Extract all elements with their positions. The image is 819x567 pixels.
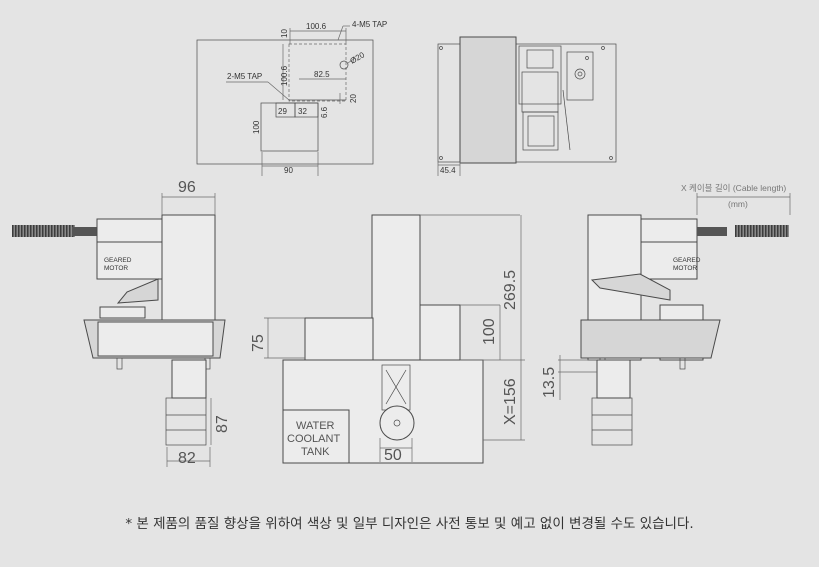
technical-drawing: 100.6 4-M5 TAP 10 100.6 82.5 Ø20 2-M5 TA… xyxy=(12,20,791,467)
tank-label-line2: COOLANT xyxy=(287,433,340,445)
dim-82: 82 xyxy=(178,450,196,467)
cable-coil-right xyxy=(735,225,789,237)
motor-label-left-2: MOTOR xyxy=(104,265,128,272)
cable-length-unit: (mm) xyxy=(728,199,748,209)
dim-100-vertical: 100 xyxy=(252,120,261,134)
dim-100-6-width: 100.6 xyxy=(306,22,327,31)
tank-label-line3: TANK xyxy=(301,446,330,458)
dim-269-5: 269.5 xyxy=(502,270,519,310)
cable-length-label: X 케이블 길이 (Cable length) xyxy=(681,183,786,193)
dim-10: 10 xyxy=(280,29,289,38)
dim-100-front: 100 xyxy=(481,318,498,345)
motor-label-right-2: MOTOR xyxy=(673,265,697,272)
tap-2-m5-label: 2-M5 TAP xyxy=(227,72,262,81)
right-side-view: GEARED MOTOR X 케이블 길이 (Cable length) (mm… xyxy=(541,183,791,446)
dim-13-5: 13.5 xyxy=(541,367,558,398)
motor-label-left-1: GEARED xyxy=(104,257,132,264)
dim-45-4: 45.4 xyxy=(440,166,456,175)
dim-87: 87 xyxy=(214,415,231,433)
left-side-view: GEARED MOTOR 96 87 82 xyxy=(12,179,231,467)
dim-82-5: 82.5 xyxy=(314,70,330,79)
dim-x-156: X=156 xyxy=(502,378,519,425)
dim-32: 32 xyxy=(298,107,307,116)
dim-96: 96 xyxy=(178,179,196,196)
front-view: 269.5 75 100 X=156 50 WATER COOLANT TANK xyxy=(250,214,525,464)
phi-20-label: Ø20 xyxy=(349,50,367,66)
cable-coil-left xyxy=(12,225,75,237)
footnote: * 본 제품의 품질 향상을 위하여 색상 및 일부 디자인은 사전 통보 및 … xyxy=(125,516,694,532)
tank-label-line1: WATER xyxy=(296,420,335,432)
top-right-view: 45.4 xyxy=(437,36,617,176)
dim-6-6: 6.6 xyxy=(320,106,329,118)
dim-90: 90 xyxy=(284,166,293,175)
tap-4-m5-label: 4-M5 TAP xyxy=(352,20,387,29)
dim-50: 50 xyxy=(384,447,402,464)
dim-100-6-height: 100.6 xyxy=(280,65,289,86)
dim-20: 20 xyxy=(349,94,358,103)
top-left-view: 100.6 4-M5 TAP 10 100.6 82.5 Ø20 2-M5 TA… xyxy=(196,20,387,176)
motor-label-right-1: GEARED xyxy=(673,257,701,264)
dim-75: 75 xyxy=(250,334,267,352)
dim-29: 29 xyxy=(278,107,287,116)
